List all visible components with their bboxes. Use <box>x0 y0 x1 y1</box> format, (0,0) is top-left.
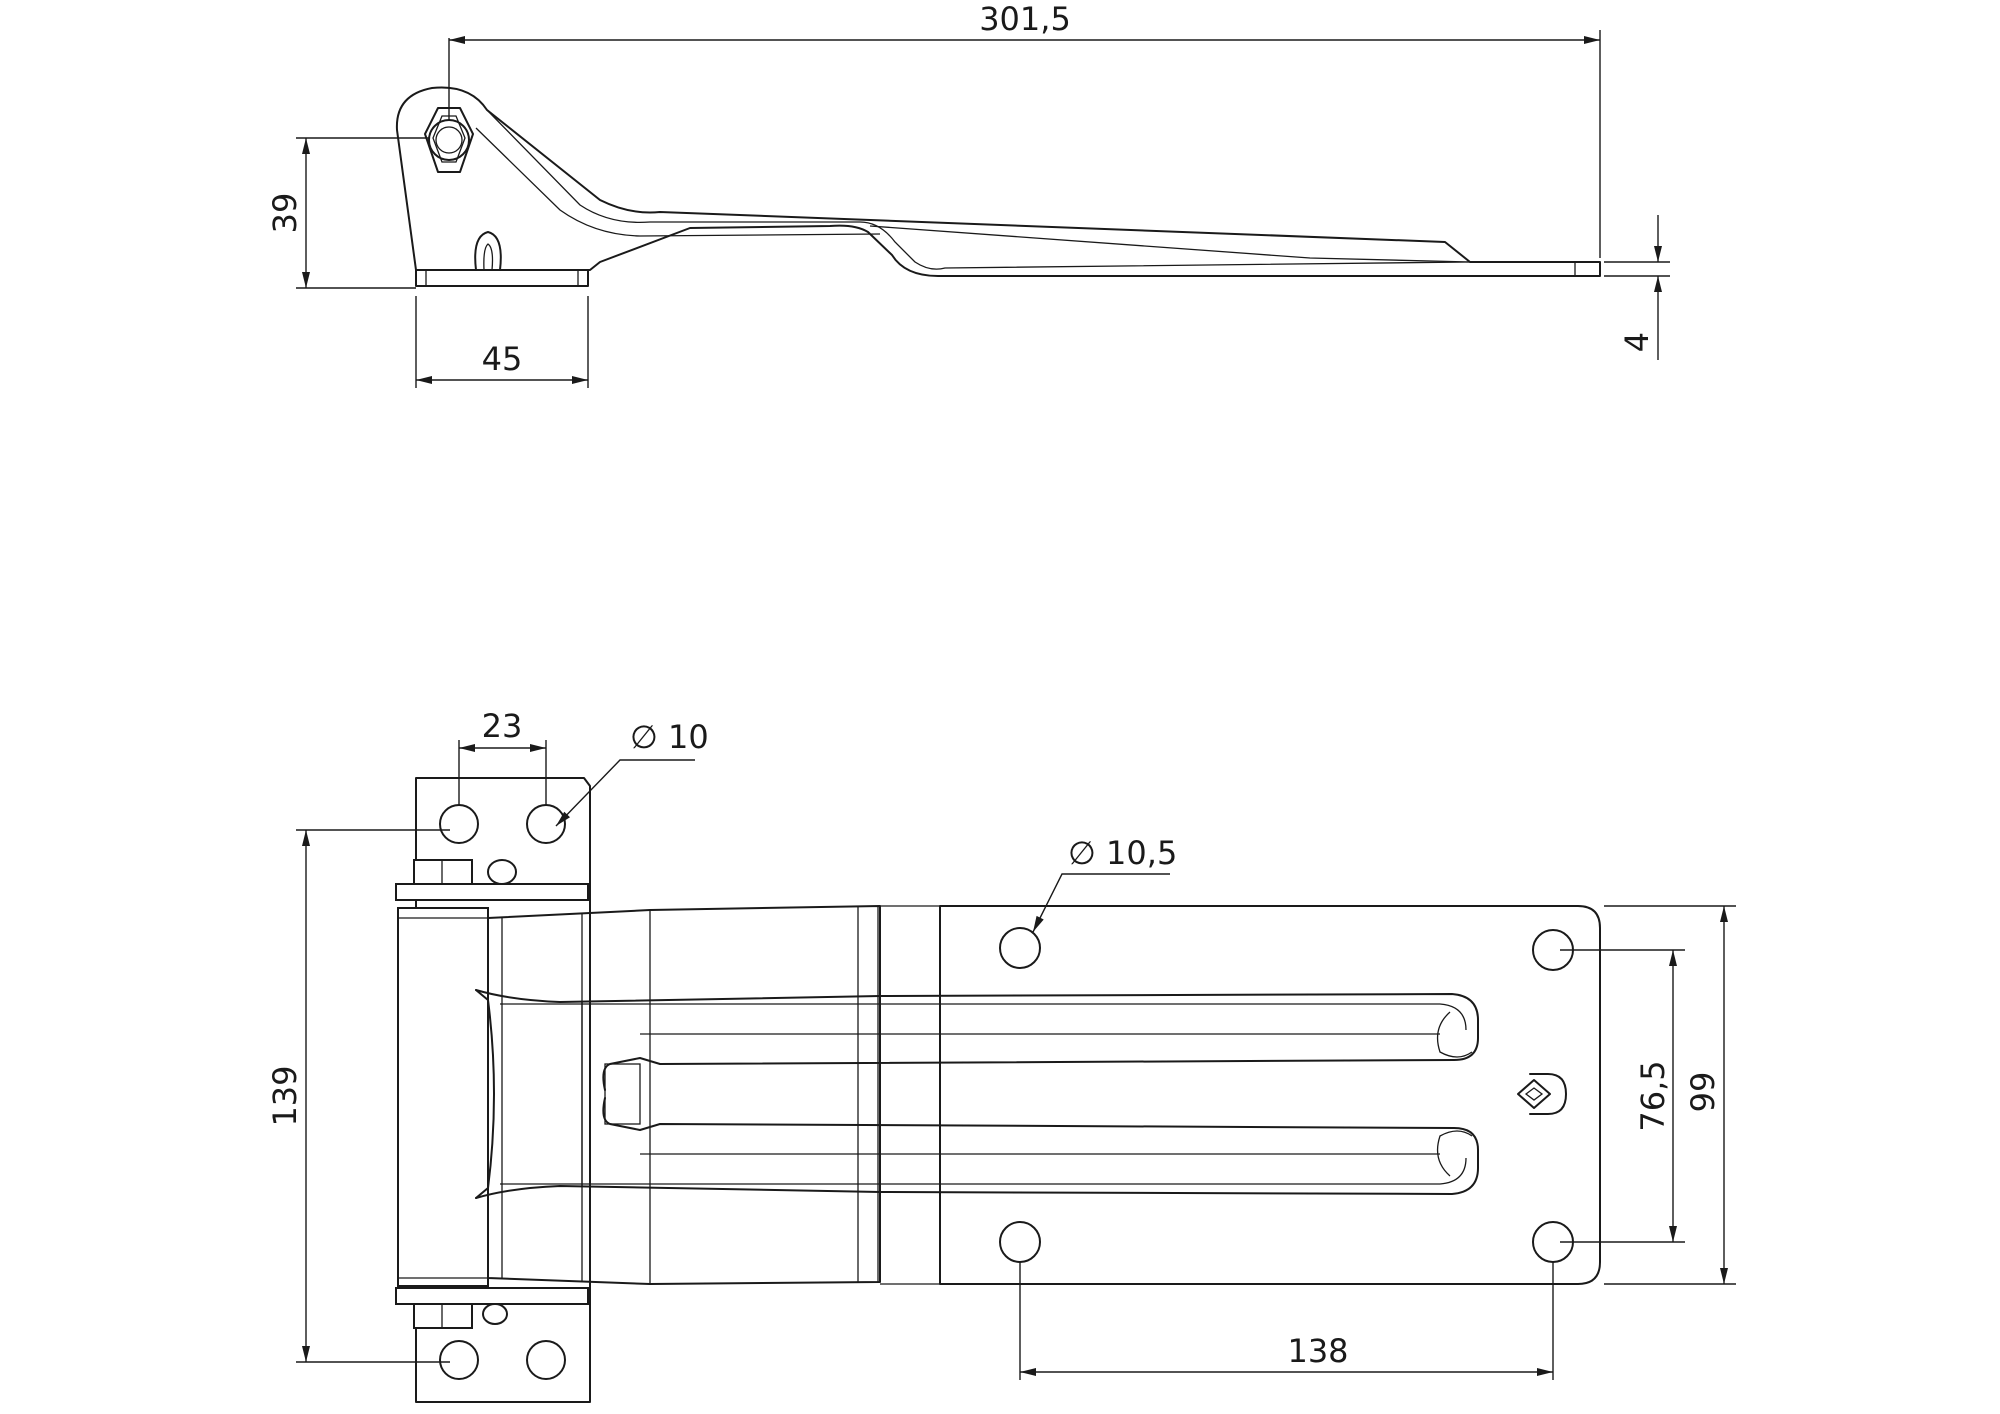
barrel-bottom-collar <box>395 1287 589 1305</box>
bottom-grease-nipple <box>482 1303 508 1325</box>
side-hinge-inner <box>486 109 1471 270</box>
side-nut-bolt-outer <box>428 119 470 161</box>
leaf-hole-top-right <box>526 804 566 844</box>
center-slot <box>604 1063 641 1125</box>
hinge-arm <box>487 905 881 1285</box>
dim-base-width: 45 <box>482 340 523 378</box>
logo-emblem <box>1517 1073 1567 1115</box>
lower-rib <box>475 1097 1479 1199</box>
dim-large-hole-dia: ∅ 10,5 <box>1068 834 1177 872</box>
dim-overall-height: 139 <box>266 1065 304 1126</box>
side-grease-nipple <box>474 231 502 271</box>
side-nut <box>424 107 474 173</box>
side-nut-inner <box>432 115 466 163</box>
side-hinge-flank <box>475 127 881 237</box>
barrel <box>397 907 489 1287</box>
top-nut <box>413 859 473 885</box>
dim-plate-height: 99 <box>1684 1072 1722 1113</box>
side-grease-nipple-core <box>483 243 494 271</box>
dim-plate-hole-distance: 138 <box>1287 1332 1348 1370</box>
leaf-hole-bottom-left <box>439 1340 479 1380</box>
bottom-nut <box>413 1303 473 1329</box>
plate-hole-bottom-left <box>999 1221 1041 1263</box>
side-base-plate <box>415 269 589 287</box>
top-view: 23 ∅ 10 ∅ 10,5 139 76,5 99 138 <box>266 707 1736 1403</box>
side-taper-line <box>869 225 1471 263</box>
side-nut-bolt-inner <box>435 126 463 154</box>
dim-plate-hole-spacing: 76,5 <box>1634 1060 1672 1131</box>
mounting-plate <box>939 905 1601 1285</box>
arm-flare <box>475 989 495 1199</box>
side-view: 301,5 39 45 4 <box>266 0 1670 388</box>
leaf-hole-bottom-right <box>526 1340 566 1380</box>
side-hinge-body <box>395 86 1601 277</box>
dim-total-length: 301,5 <box>979 0 1071 38</box>
top-grease-nipple <box>487 859 517 885</box>
dim-small-hole-dia: ∅ 10 <box>630 718 709 756</box>
dim-thickness: 4 <box>1618 332 1656 352</box>
leaf-hole-top-left <box>439 804 479 844</box>
upper-rib <box>475 989 1479 1091</box>
plate-hole-top-left <box>999 927 1041 969</box>
dim-hole-spacing-leaf: 23 <box>482 707 523 745</box>
barrel-top-collar <box>395 883 589 901</box>
dim-height: 39 <box>266 193 304 234</box>
